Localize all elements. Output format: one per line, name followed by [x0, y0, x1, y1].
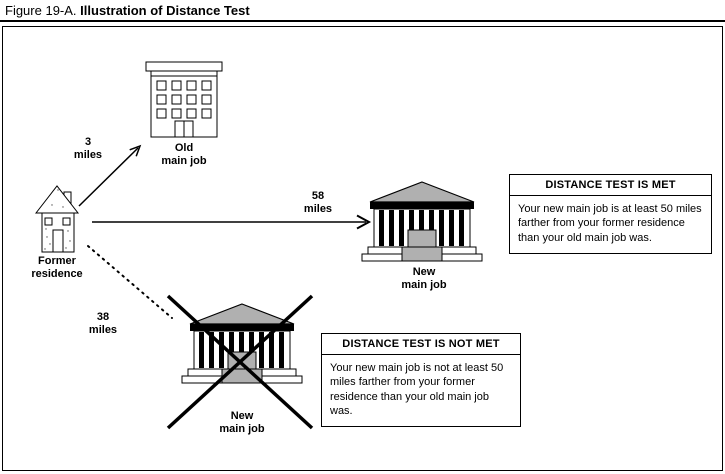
new-main-job-not-met-label: New main job [219, 410, 265, 435]
figure-title: Figure 19-A. Illustration of Distance Te… [5, 3, 250, 18]
new-main-job-met-label: New main job [401, 266, 447, 291]
x-cross-icon [166, 294, 314, 430]
distance-test-not-met-body: Your new main job is not at least 50 mil… [330, 362, 504, 417]
former-residence-label: Former residence [31, 255, 83, 280]
new-main-job-building-not-met-icon [181, 303, 303, 384]
distance-label-38-miles: 38 miles [88, 311, 118, 336]
figure-label: Figure 19-A. [5, 3, 77, 18]
new-main-job-building-met-icon [361, 181, 483, 262]
old-main-job-label: Old main job [161, 142, 207, 167]
distance-test-not-met-heading: DISTANCE TEST IS NOT MET [322, 334, 520, 355]
arrow-3-miles-icon [78, 144, 142, 207]
office-building-icon [145, 61, 223, 138]
distance-test-met-body: Your new main job is at least 50 miles f… [518, 203, 702, 244]
distance-label-58-miles: 58 miles [303, 190, 333, 215]
arrow-58-miles-icon [92, 214, 372, 230]
house-icon [34, 185, 80, 253]
figure-title-text: Illustration of Distance Test [80, 3, 250, 18]
distance-test-met-heading: DISTANCE TEST IS MET [510, 175, 711, 196]
distance-test-not-met-box: DISTANCE TEST IS NOT MET Your new main j… [321, 333, 521, 428]
distance-label-3-miles: 3 miles [73, 136, 103, 161]
distance-test-met-box: DISTANCE TEST IS MET Your new main job i… [509, 174, 712, 254]
dotted-arrow-icon [87, 245, 173, 319]
title-divider [0, 20, 725, 22]
